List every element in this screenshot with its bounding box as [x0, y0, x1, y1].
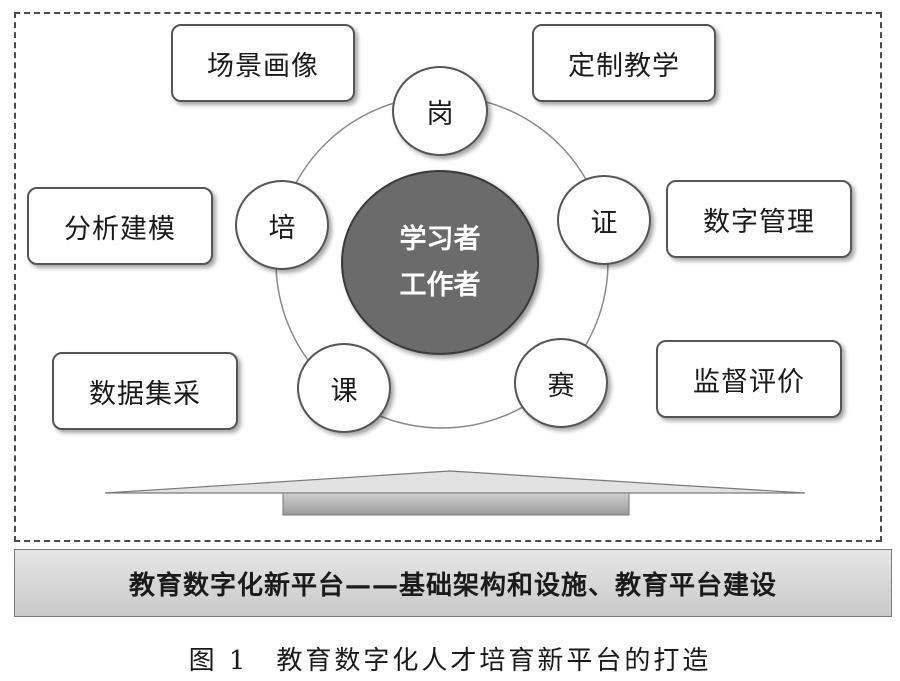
platform-label: 教育数字化新平台——基础架构和设施、教育平台建设	[128, 570, 777, 601]
tag-digital-management-label: 数字管理	[703, 206, 815, 238]
tag-custom-teaching: 定制教学	[532, 24, 716, 102]
node-pei: 培	[235, 180, 329, 270]
node-zheng-label: 证	[590, 207, 618, 239]
node-pei-label: 培	[268, 212, 296, 244]
diagram-frame	[14, 12, 882, 542]
base-slab	[282, 492, 630, 516]
platform-bar: 教育数字化新平台——基础架构和设施、教育平台建设	[14, 549, 892, 617]
tag-supervision-evaluation-label: 监督评价	[693, 366, 805, 398]
tag-scene-portrait: 场景画像	[171, 24, 355, 102]
tag-digital-management: 数字管理	[666, 180, 852, 258]
tag-data-collection: 数据集采	[52, 352, 238, 430]
node-sai-label: 赛	[547, 370, 575, 402]
node-ke: 课	[297, 343, 391, 433]
node-gang-label: 岗	[426, 98, 454, 130]
center-learner-worker: 学习者 工作者	[341, 170, 539, 355]
figure-number: 图 1	[188, 646, 249, 676]
tag-analysis-modeling-label: 分析建模	[64, 213, 176, 245]
center-label-worker: 工作者	[399, 269, 481, 301]
node-zheng: 证	[557, 175, 651, 265]
center-label-learner: 学习者	[399, 223, 481, 255]
figure-caption-text: 教育数字化人才培育新平台的打造	[276, 646, 712, 676]
figure-caption: 图 1 教育数字化人才培育新平台的打造	[0, 640, 900, 677]
node-sai: 赛	[514, 338, 608, 428]
node-ke-label: 课	[330, 375, 358, 407]
tag-data-collection-label: 数据集采	[89, 378, 201, 410]
tag-custom-teaching-label: 定制教学	[568, 50, 680, 82]
tag-analysis-modeling: 分析建模	[27, 187, 213, 265]
node-gang: 岗	[392, 66, 488, 156]
tag-supervision-evaluation: 监督评价	[656, 340, 842, 418]
tag-scene-portrait-label: 场景画像	[207, 50, 319, 82]
base-wedge	[104, 470, 806, 494]
